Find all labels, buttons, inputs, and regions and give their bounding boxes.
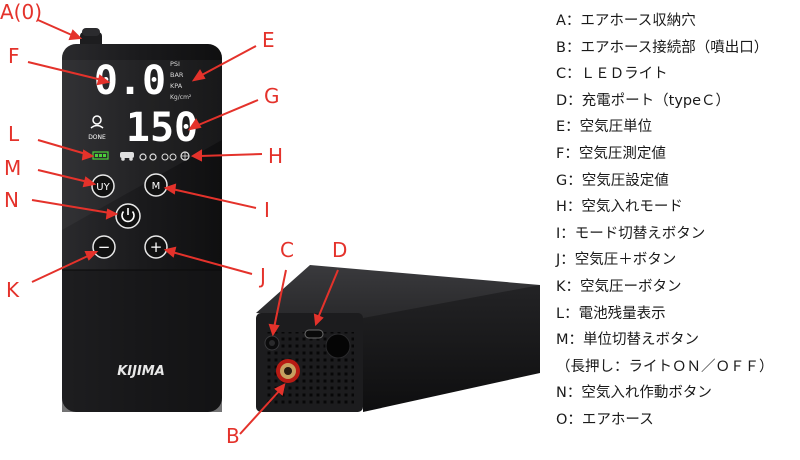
minus-label: − — [98, 238, 111, 256]
legend-item: K：空気圧ーボタン — [556, 278, 682, 295]
mode-toggle-label: M — [152, 181, 161, 192]
unit-toggle-button[interactable]: UY — [91, 174, 115, 198]
unit-kgcm2: Kg/cm² — [170, 94, 192, 101]
legend-item: O：エアホース — [556, 411, 654, 428]
callout-i: I — [264, 198, 270, 222]
callout-g: G — [264, 84, 280, 108]
legend-item: E：空気圧単位 — [556, 119, 653, 136]
callout-n: N — [4, 188, 19, 212]
usb-c-port — [304, 329, 324, 339]
unit-psi: PSI — [170, 60, 180, 68]
legend-item: M：単位切替えボタン — [556, 332, 700, 349]
mode-toggle-button[interactable]: M — [144, 173, 168, 197]
legend-item: A：エアホース収納穴 — [556, 13, 696, 29]
device-front: 0.0 PSI BAR KPA Kg/cm² DONE 150 — [62, 28, 222, 412]
callout-l: L — [8, 122, 20, 146]
set-pressure-display: 150 — [126, 105, 198, 151]
power-icon — [121, 210, 135, 223]
callout-a: A(0) — [0, 0, 43, 24]
callout-b: B — [226, 424, 240, 448]
callout-f: F — [8, 44, 20, 68]
callout-h: H — [268, 144, 284, 168]
pressure-minus-button[interactable]: − — [92, 235, 116, 259]
callout-m: M — [4, 156, 22, 180]
callout-e: E — [262, 28, 275, 52]
legend-item: N：空気入れ作動ボタン — [556, 385, 712, 402]
car-icon — [120, 152, 134, 158]
parts-legend: A：エアホース収納穴 B：エアホース接続部（噴出口） C：ＬＥＤライト D：充電… — [556, 8, 800, 434]
motorcycle-icon — [139, 153, 147, 161]
legend-item: B：エアホース接続部（噴出口） — [556, 39, 769, 56]
device-ports-view — [256, 265, 540, 412]
unit-toggle-label: UY — [96, 182, 110, 193]
air-mode-icons — [120, 151, 190, 161]
legend-item: D：充電ポート（typeＣ） — [556, 92, 731, 109]
legend-item: （長押し：ライトＯＮ／ＯＦＦ） — [556, 358, 774, 375]
pressure-plus-button[interactable]: + — [144, 235, 168, 259]
legend-item: F：空気圧測定値 — [556, 145, 666, 162]
unit-bar: BAR — [170, 71, 184, 79]
legend-item: C：ＬＥＤライト — [556, 66, 668, 83]
legend-item: L：電池残量表示 — [556, 305, 666, 322]
callout-d: D — [332, 238, 348, 262]
brand-logo: KIJIMA — [117, 364, 165, 379]
callout-j: J — [260, 264, 266, 288]
legend-item: I：モード切替えボタン — [556, 225, 706, 242]
plus-label: + — [150, 238, 163, 256]
legend-item: J：空気圧＋ボタン — [556, 252, 677, 269]
callout-c: C — [280, 238, 294, 262]
callout-k: K — [6, 278, 20, 302]
bicycle-icon — [161, 153, 169, 161]
power-button[interactable] — [115, 203, 141, 229]
callout-arrows — [27, 19, 339, 435]
legend-item: H：空気入れモード — [556, 199, 683, 216]
done-label: DONE — [88, 134, 106, 141]
done-icon — [92, 115, 102, 125]
hose-storage-hole — [325, 333, 351, 359]
unit-kpa: KPA — [170, 82, 183, 90]
legend-item: G：空気圧設定値 — [556, 172, 669, 189]
